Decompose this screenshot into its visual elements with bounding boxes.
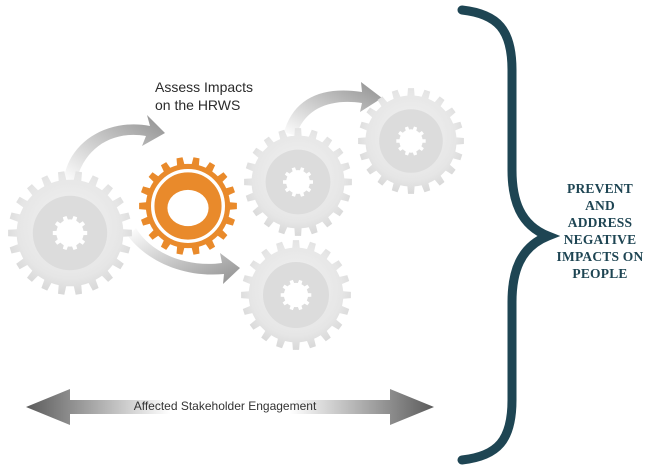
goal-label: PREVENT AND ADDRESS NEGATIVE IMPACTS ON … [548,180,652,282]
arrow-icon [64,115,165,182]
arrow-icon [128,228,240,284]
goal-line: IMPACTS ON [556,249,644,264]
goal-line: PREVENT [567,181,633,196]
goal-line: PEOPLE [572,266,628,281]
gear-icon [358,88,464,194]
step-label-line: on the HRWS [155,97,241,113]
gear-icon [244,128,352,236]
gear-icon [139,157,237,255]
engagement-label: Affected Stakeholder Engagement [133,399,317,413]
arrow-icon [284,82,382,136]
goal-line: ADDRESS [567,215,633,230]
curly-brace [457,5,561,465]
step-label: Assess Impacts on the HRWS [155,78,305,114]
arrow-left-icon [26,389,170,425]
arrow-right-icon [290,389,434,425]
goal-line: AND [585,198,615,213]
gear-icon [8,171,132,295]
goal-line: NEGATIVE [563,232,637,247]
step-label-line: Assess Impacts [155,79,254,95]
gear-icon [241,240,351,350]
